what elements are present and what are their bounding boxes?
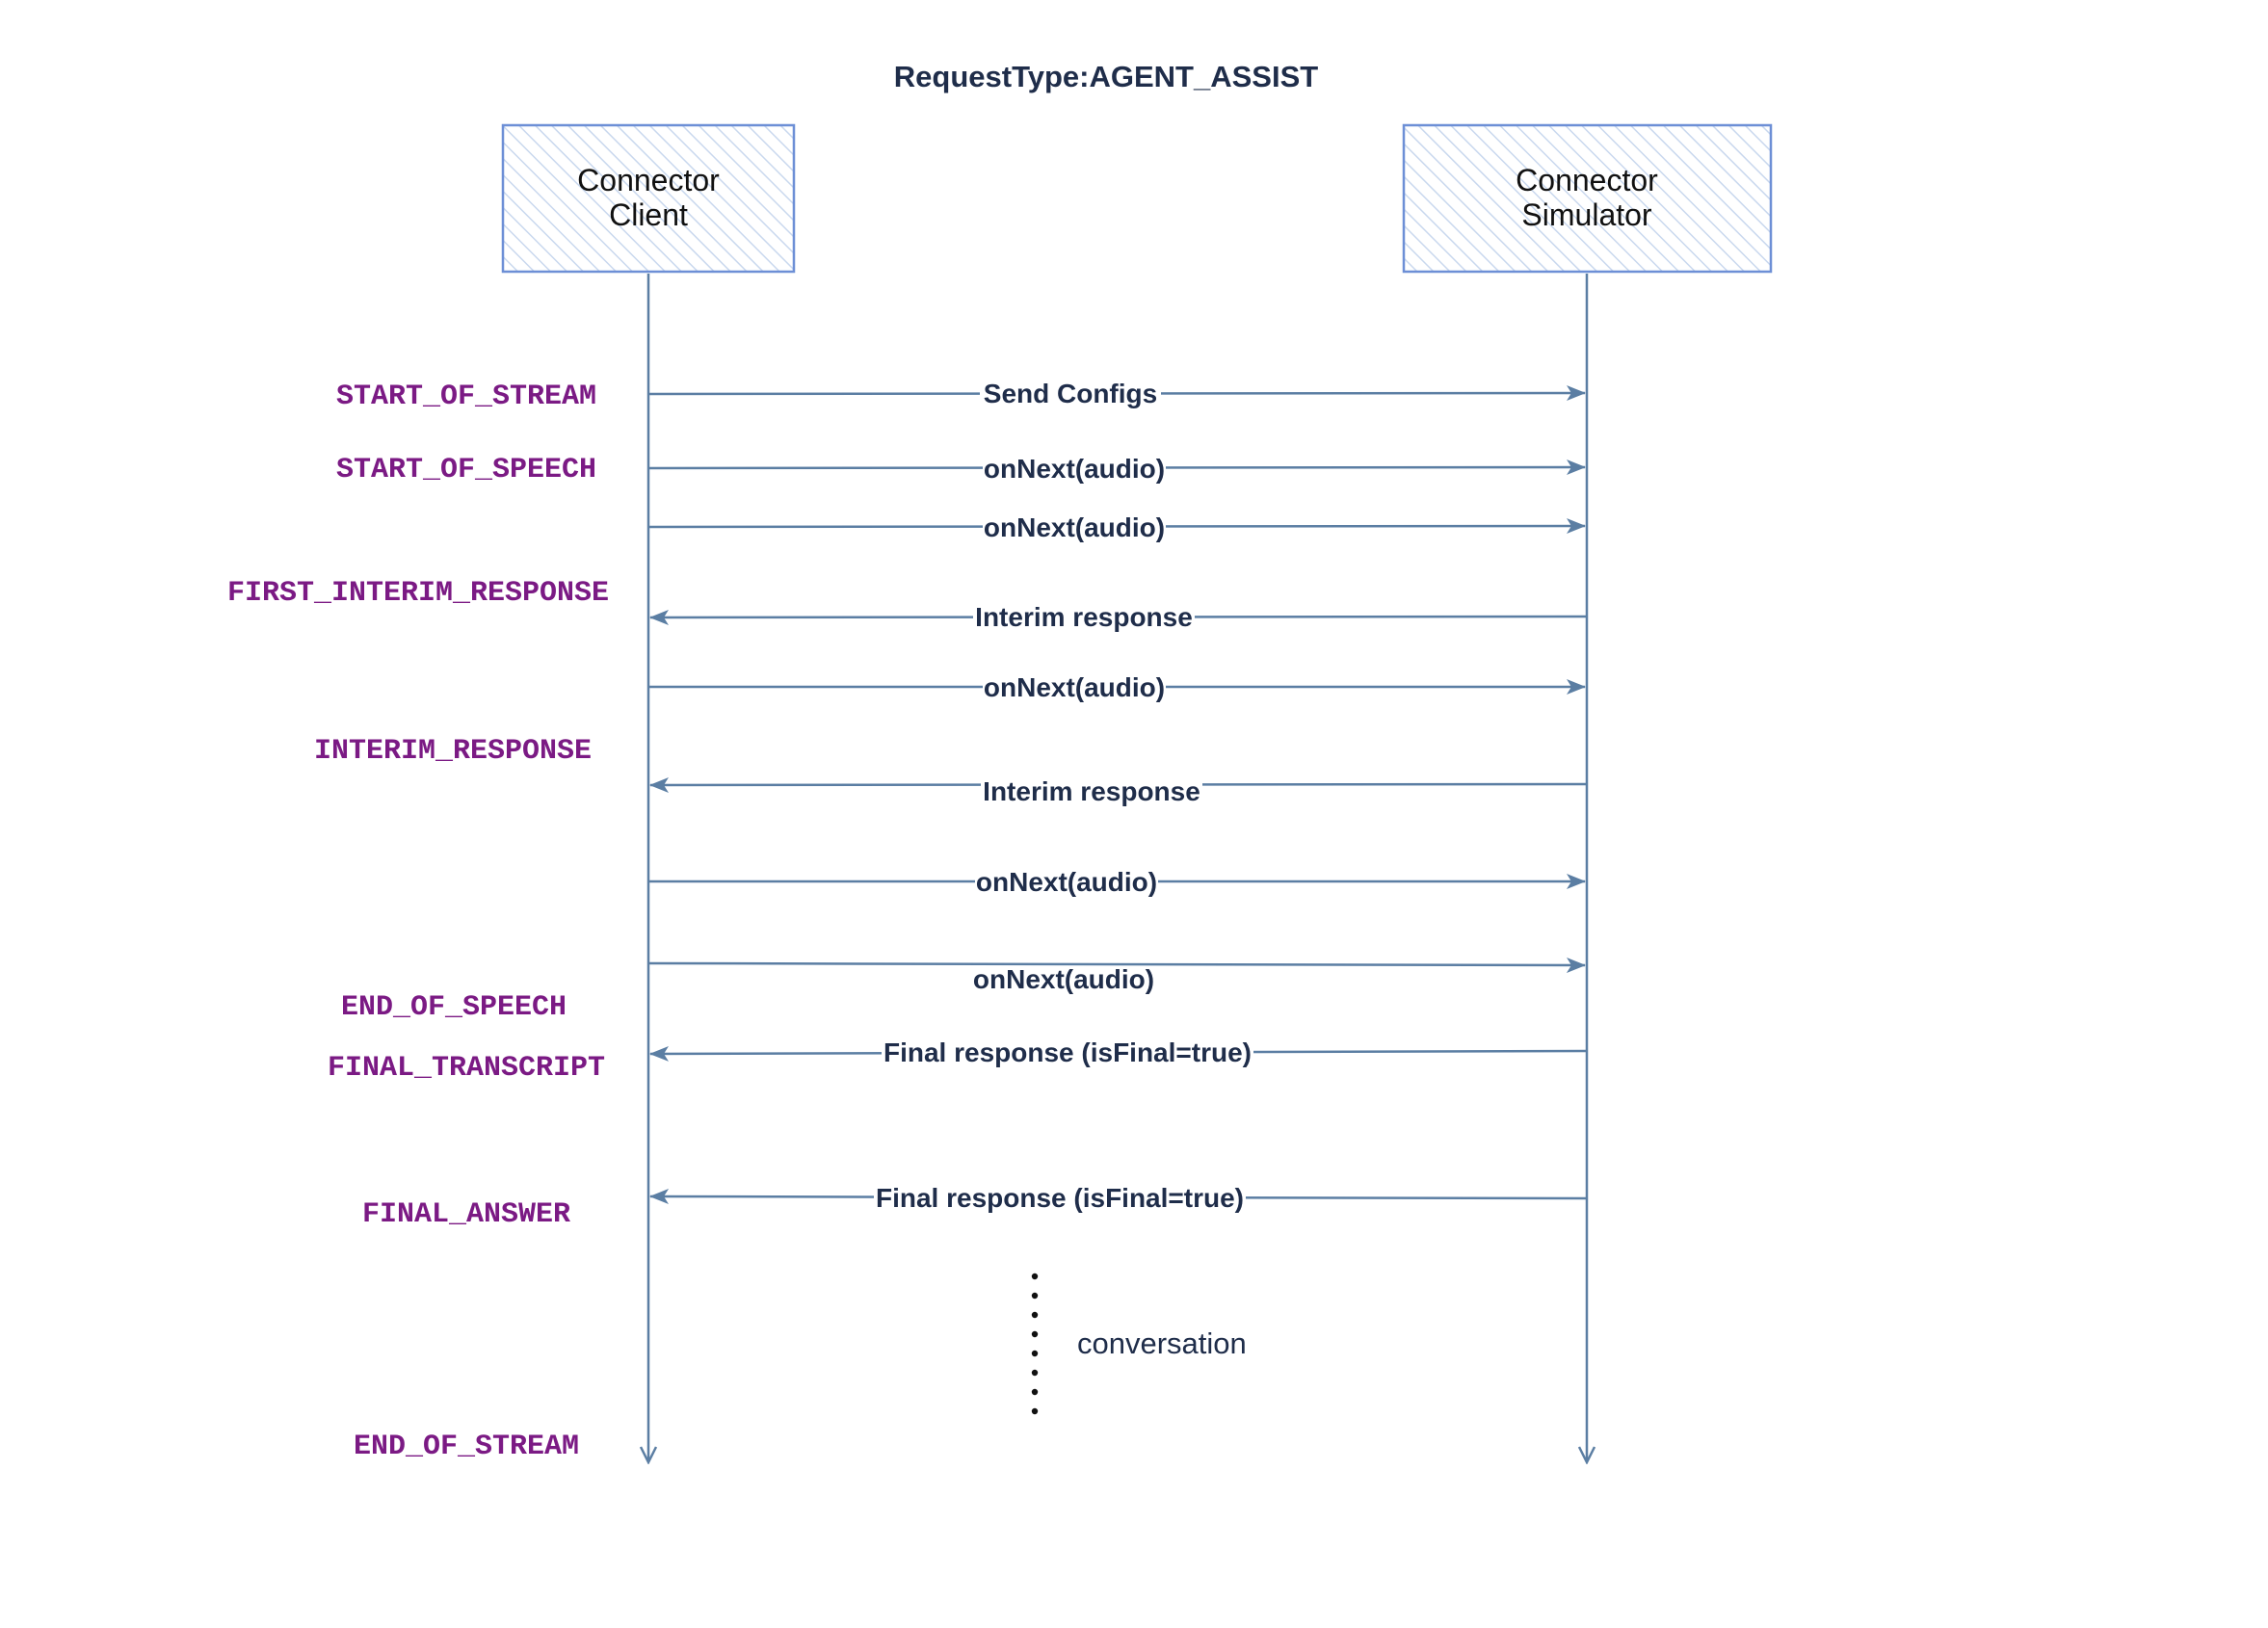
event-label: END_OF_SPEECH <box>341 991 567 1024</box>
event-label: FINAL_TRANSCRIPT <box>328 1052 605 1085</box>
message-label: onNext(audio) <box>984 454 1165 484</box>
event-label: END_OF_STREAM <box>354 1431 579 1463</box>
message-arrow <box>647 957 1586 973</box>
message-label: Interim response <box>983 776 1200 806</box>
participant-client-line-1: Connector <box>577 163 720 197</box>
participant-simulator-line-1: Connector <box>1516 163 1658 197</box>
message-label: onNext(audio) <box>973 964 1154 994</box>
message-label: onNext(audio) <box>976 867 1157 897</box>
event-labels: START_OF_STREAM START_OF_SPEECH FIRST_IN… <box>227 381 609 1463</box>
ellipsis-dots-icon <box>1031 1273 1039 1415</box>
participant-simulator-line-2: Simulator <box>1521 197 1652 232</box>
message-label: onNext(audio) <box>984 672 1165 702</box>
event-label: FIRST_INTERIM_RESPONSE <box>227 577 609 610</box>
event-label: START_OF_SPEECH <box>336 454 596 486</box>
messages: Send Configs onNext(audio) onNext(audio)… <box>647 377 1588 1215</box>
participant-simulator: Connector Simulator <box>1402 123 1773 274</box>
message-label: onNext(audio) <box>984 512 1165 542</box>
diagram-title: RequestType:AGENT_ASSIST <box>894 60 1318 93</box>
message-label: Send Configs <box>984 379 1157 408</box>
participant-client: Connector Client <box>501 123 796 274</box>
continuation-note: conversation <box>1077 1326 1247 1360</box>
message-label: Interim response <box>975 602 1193 632</box>
message-label: Final response (isFinal=true) <box>883 1037 1252 1067</box>
participant-client-line-2: Client <box>609 197 688 232</box>
event-label: FINAL_ANSWER <box>362 1198 570 1231</box>
event-label: INTERIM_RESPONSE <box>314 735 592 768</box>
event-label: START_OF_STREAM <box>336 381 596 413</box>
message-label: Final response (isFinal=true) <box>876 1183 1244 1213</box>
